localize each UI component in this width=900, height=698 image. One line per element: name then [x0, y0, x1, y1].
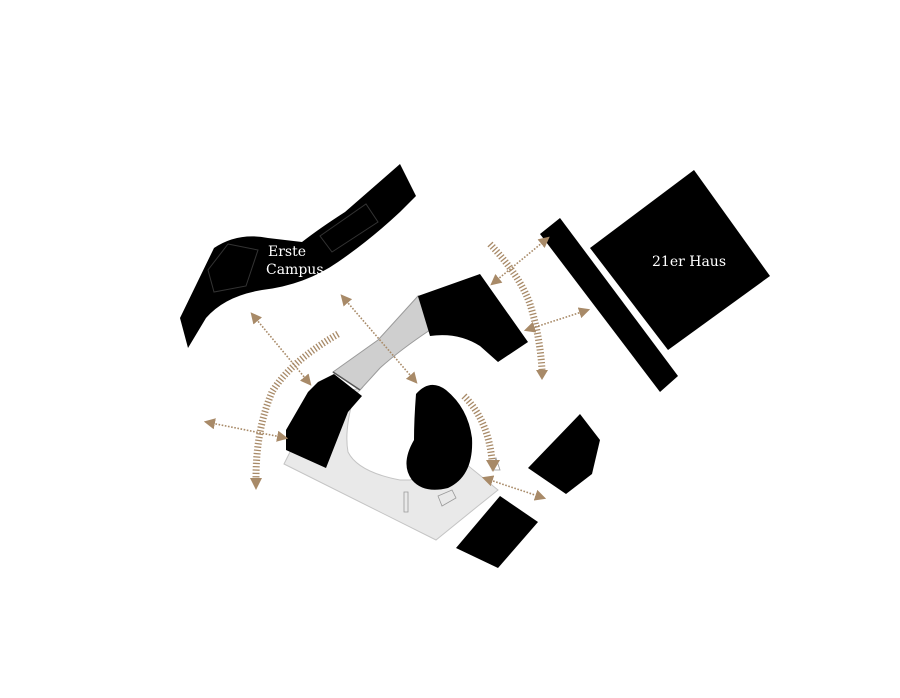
arrow-northeast — [490, 236, 550, 286]
north-wing — [418, 274, 528, 362]
west-wing — [286, 374, 362, 468]
21er-haus-label: 21er Haus — [652, 254, 726, 270]
pathway-northeast — [487, 241, 546, 371]
linear-building — [540, 218, 678, 392]
southeast-block-lower — [456, 496, 538, 568]
central-volume — [406, 384, 473, 490]
arrow-southeast — [481, 475, 547, 501]
erste-campus-label-line2: Campus — [266, 262, 324, 278]
arrow-west — [203, 418, 289, 442]
pathway-bands — [250, 241, 548, 490]
arrow-erste-to-wing — [250, 312, 312, 386]
central-complex — [283, 274, 528, 541]
21er-haus-building: 21er Haus — [590, 170, 770, 350]
erste-campus-building: Erste Campus — [180, 164, 416, 348]
erste-campus-label-line1: Erste — [268, 244, 306, 260]
pathway-west — [252, 330, 340, 479]
pathway-inner — [461, 393, 496, 461]
southeast-block-upper — [528, 414, 600, 494]
